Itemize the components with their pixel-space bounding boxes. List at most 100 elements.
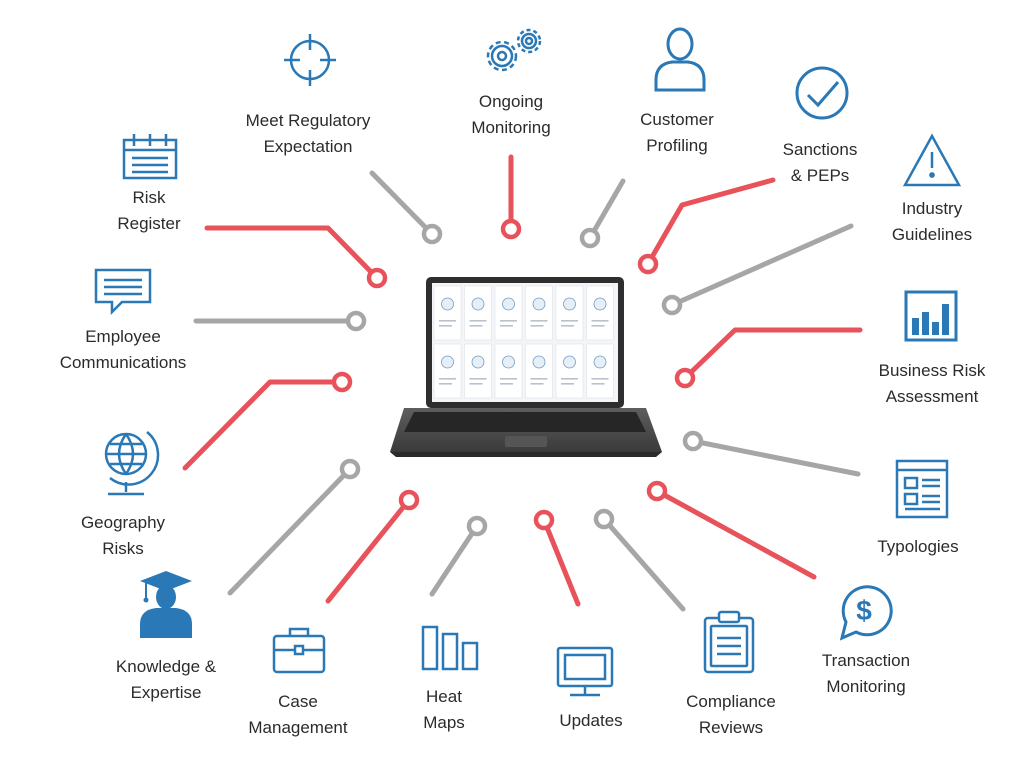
connector-node [682, 430, 704, 452]
screen-tile-text [561, 378, 578, 380]
clipboard-icon [703, 610, 755, 674]
connector-updates [533, 509, 581, 607]
screen-tile [433, 285, 462, 341]
connectors [182, 154, 863, 612]
connector-line [204, 225, 380, 281]
document-layout-icon [895, 459, 949, 519]
connector-line [429, 523, 480, 597]
connector-meet-regulatory-expectation [369, 170, 443, 245]
laptop-screen [433, 285, 614, 399]
connector-node [366, 267, 388, 289]
connector-risk-register [204, 225, 388, 289]
bar-chart-icon [904, 290, 958, 342]
screen-tile-icon [441, 355, 454, 369]
connector-node [533, 509, 555, 531]
screen-tile [525, 285, 553, 341]
connector-compliance-reviews [593, 508, 686, 612]
screen-tile-icon [563, 355, 576, 369]
screen-tile-icon [502, 297, 515, 311]
connector-heat-maps [429, 515, 488, 597]
screen-tile-text [469, 378, 487, 380]
screen-tile [494, 343, 523, 399]
screen-tile-text [469, 325, 483, 327]
connector-node [579, 227, 601, 249]
screen-tile-text [500, 383, 513, 385]
screen-tile-text [591, 320, 609, 322]
calendar-icon [122, 134, 178, 180]
screen-tile-icon [563, 297, 576, 311]
screen-tile [464, 285, 492, 341]
laptop [390, 277, 662, 457]
connector-sanctions-peps [637, 177, 776, 275]
dollar-bubble-icon [839, 585, 893, 641]
connector-line [654, 488, 817, 580]
check-circle-icon [795, 66, 849, 120]
screen-tile [433, 343, 462, 399]
connector-line [682, 327, 863, 381]
connector-employee-communications [193, 310, 367, 332]
connector-line [541, 517, 581, 607]
user-icon [654, 27, 706, 92]
screen-tile-text [469, 383, 483, 385]
connector-node [674, 367, 696, 389]
screen-tile [586, 285, 614, 341]
connector-line [369, 170, 435, 237]
connector-line [669, 223, 854, 308]
connector-line [227, 466, 353, 596]
connector-customer-profiling [579, 178, 626, 249]
screen-tile-text [439, 378, 456, 380]
screen-tile-icon [593, 355, 607, 369]
label-typologies: Typologies [877, 537, 959, 556]
label-knowledge-expertise: Knowledge &Expertise [115, 657, 217, 702]
screen-tile-icon [593, 297, 607, 311]
screen-tile-text [561, 325, 574, 327]
screen-tile-text [500, 378, 517, 380]
screen-tile [494, 285, 523, 341]
screen-tile [525, 343, 553, 399]
screen-tile-text [591, 383, 605, 385]
connector-line [690, 438, 861, 477]
screen-tile [464, 343, 492, 399]
connector-ongoing-monitoring [500, 154, 522, 240]
connector-node [331, 371, 353, 393]
connector-node [593, 508, 615, 530]
connector-industry-guidelines [661, 223, 854, 316]
screen-tile-text [530, 320, 548, 322]
connector-line [182, 379, 345, 471]
screen-tile-text [530, 325, 544, 327]
screen-tile-text [439, 320, 456, 322]
screen-tile-icon [532, 297, 546, 311]
label-updates: Updates [559, 711, 623, 730]
warning-icon [902, 133, 962, 187]
connector-business-risk-assessment [674, 327, 863, 389]
screen-tile-text [591, 325, 605, 327]
connector-node [339, 458, 361, 480]
connector-knowledge-expertise [227, 458, 361, 596]
screen-tile-icon [471, 297, 485, 311]
screen-tile-text [591, 378, 609, 380]
gears-icon [486, 28, 542, 72]
message-icon [94, 268, 152, 316]
screen-tile-icon [502, 355, 515, 369]
screen-tile-icon [532, 355, 546, 369]
connector-case-management [325, 489, 420, 604]
screen-tile [586, 343, 614, 399]
target-icon [284, 34, 336, 86]
connector-node [421, 223, 443, 245]
screen-tile-icon [471, 355, 485, 369]
connector-line [587, 178, 626, 241]
screen-tile-text [469, 320, 487, 322]
screen-tile [555, 285, 584, 341]
label-sanctions-peps: Sanctions& PEPs [782, 140, 858, 185]
monitor-icon [556, 646, 614, 697]
